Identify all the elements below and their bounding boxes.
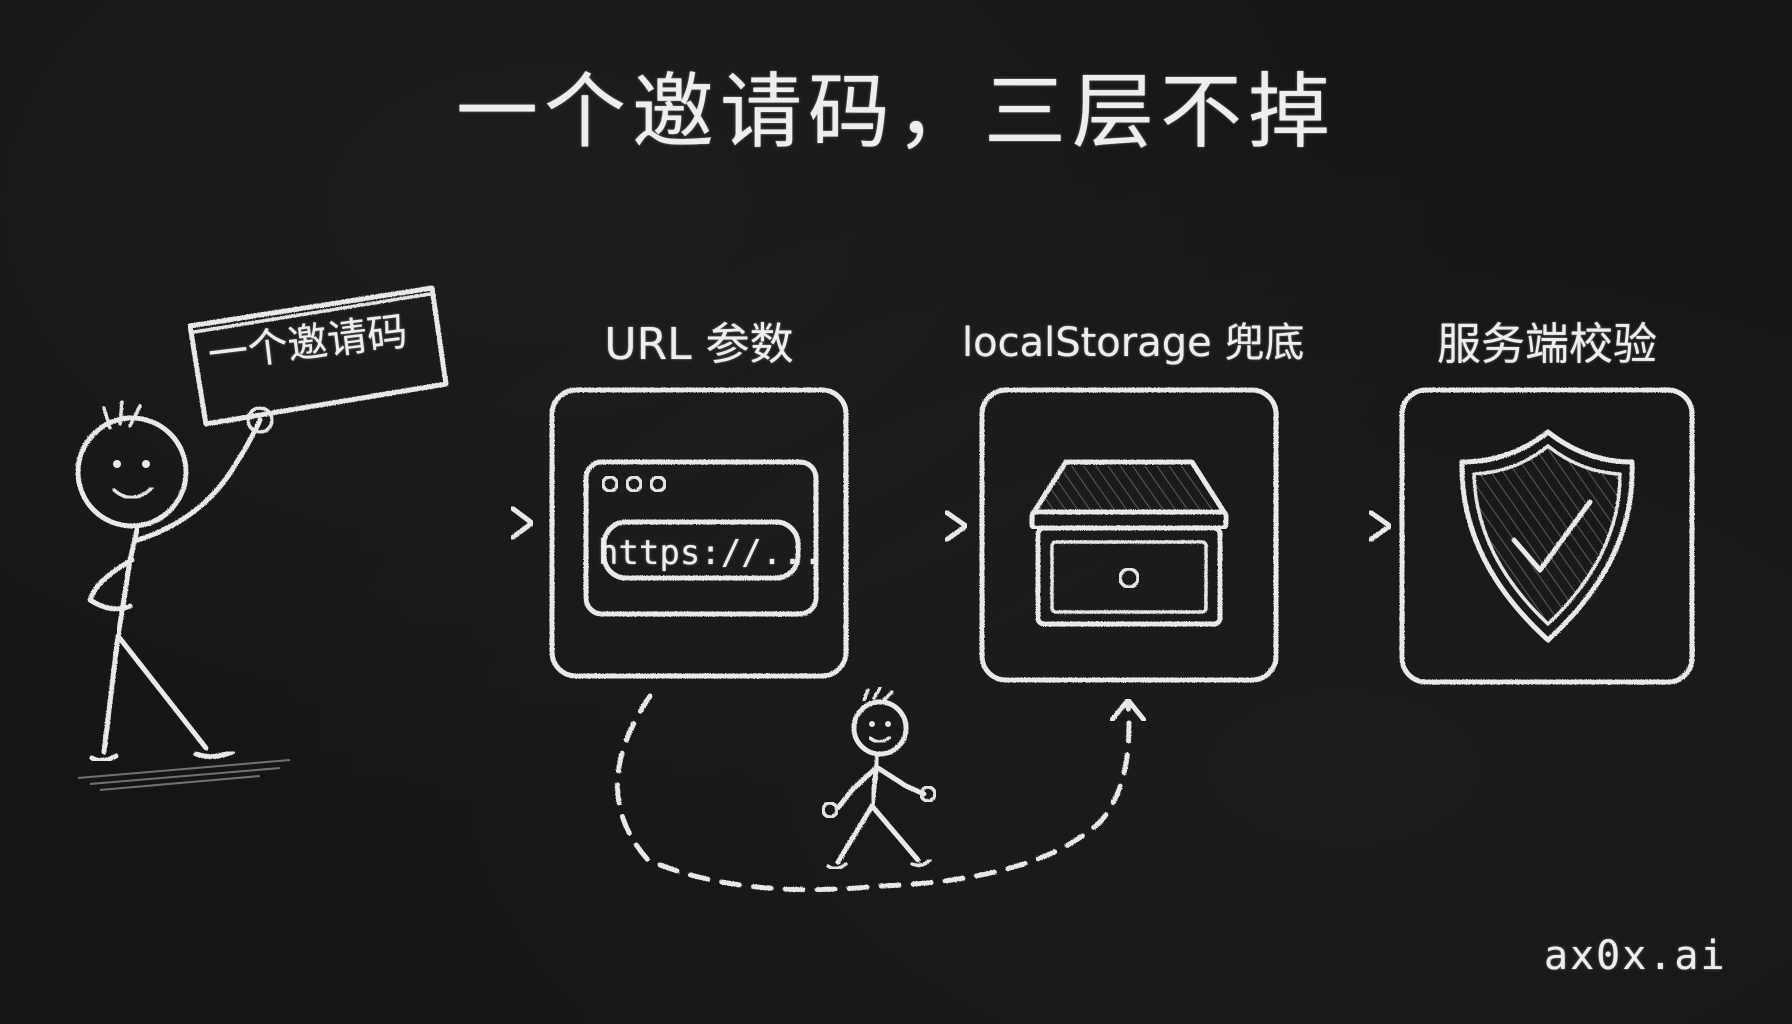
- page-title: 一个邀请码，三层不掉: [455, 65, 1336, 160]
- arrow-head-1: [509, 505, 535, 541]
- step-label-server: 服务端校验: [1437, 319, 1657, 370]
- step-storage-box: [979, 387, 1279, 683]
- step-label-storage: localStorage 兜底: [962, 320, 1305, 366]
- loop-arrow: [615, 693, 1132, 893]
- step-url-box: [549, 387, 849, 679]
- loop-arrow-head: [1109, 697, 1147, 723]
- step-label-url: URL 参数: [604, 319, 794, 370]
- walking-figure-icon: [821, 686, 937, 871]
- url-text: https://...: [598, 533, 824, 573]
- arrow-head-2: [943, 509, 969, 543]
- stick-figure-presenter-icon: [75, 400, 291, 791]
- watermark: ax0x.ai: [1544, 933, 1727, 979]
- arrow-head-3: [1367, 509, 1393, 543]
- sign-board: [187, 285, 449, 427]
- step-server-box: [1399, 387, 1695, 685]
